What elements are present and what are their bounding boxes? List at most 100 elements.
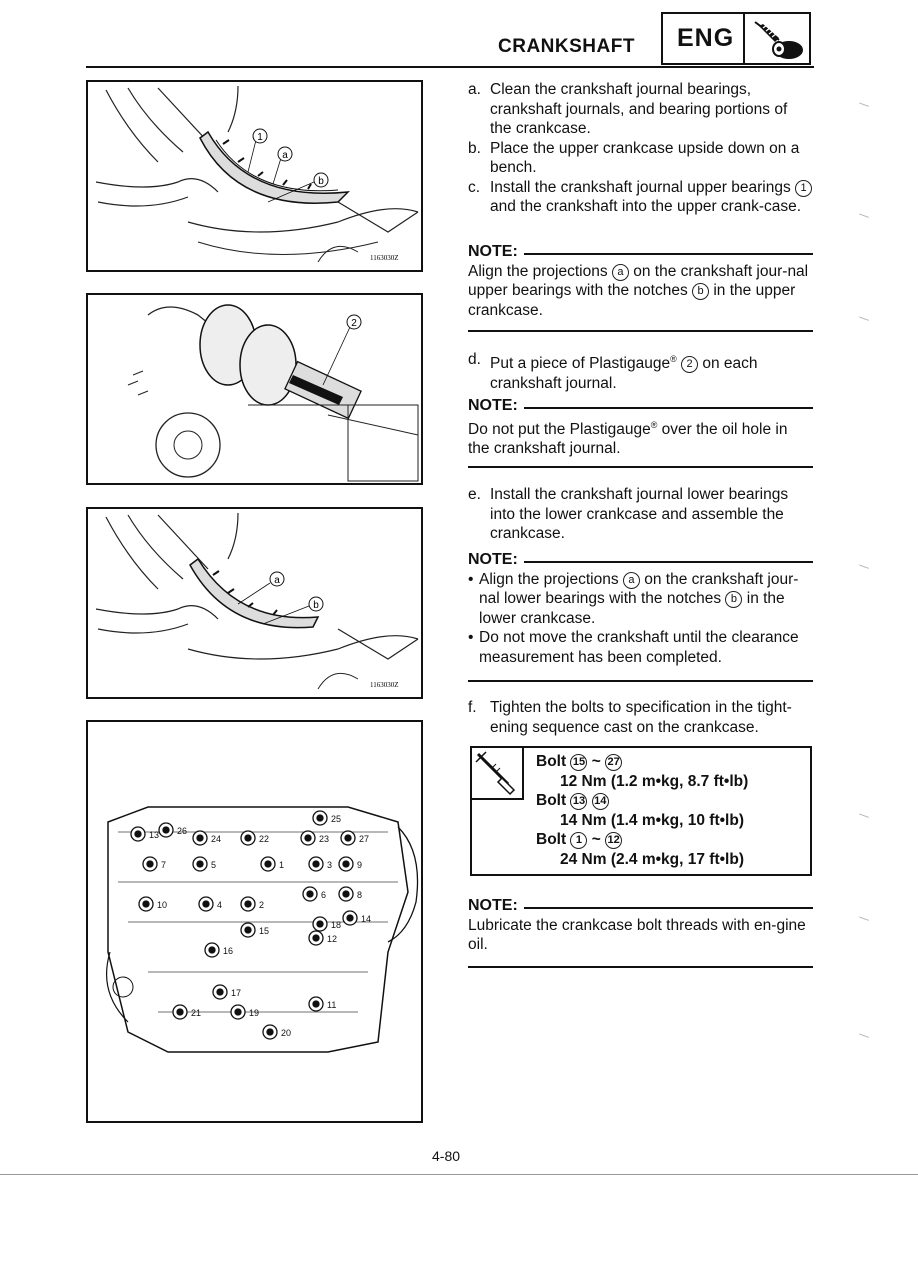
note-end-rule xyxy=(468,330,813,332)
torque-values: Bolt 15 ~ 27 12 Nm (1.2 m•kg, 8.7 ft•lb)… xyxy=(536,752,748,870)
bolt-number-label: 26 xyxy=(177,826,187,836)
footer-rule xyxy=(0,1174,918,1175)
scan-edge-mark xyxy=(857,916,869,927)
note-label: NOTE: xyxy=(468,397,518,414)
bolt-number-label: 2 xyxy=(259,900,264,910)
note-end-rule xyxy=(468,466,813,468)
bolt-head xyxy=(196,860,204,868)
bolt-head xyxy=(344,834,352,842)
bolt-head xyxy=(234,1008,242,1016)
bolt-number-label: 14 xyxy=(361,914,371,924)
scan-edge-mark xyxy=(857,564,869,575)
scan-edge-mark xyxy=(857,813,869,824)
bolt-number-label: 24 xyxy=(211,834,221,844)
bolt-number-label: 25 xyxy=(331,814,341,824)
step-b: b. Place the upper crankcase upside down … xyxy=(468,139,813,178)
note-label: NOTE: xyxy=(468,897,518,914)
bolt-ref: 14 xyxy=(591,793,609,811)
page-number: 4-80 xyxy=(432,1148,461,1164)
bolt-head xyxy=(306,890,314,898)
step-text: and the crankshaft into the upper crank-… xyxy=(490,198,802,215)
bolt-number-label: 5 xyxy=(211,860,216,870)
torque-spec-box: Bolt 15 ~ 27 12 Nm (1.2 m•kg, 8.7 ft•lb)… xyxy=(470,746,812,876)
bolt-number-label: 27 xyxy=(359,834,369,844)
bolt-head xyxy=(346,914,354,922)
figure-code: 1163030Z xyxy=(370,681,399,689)
ref-marker: b xyxy=(692,283,710,300)
bolt-head xyxy=(146,860,154,868)
bolt-number-label: 22 xyxy=(259,834,269,844)
bolt-ref: 1 xyxy=(570,832,588,850)
scan-edge-mark xyxy=(857,213,869,224)
step-text: Clean the crankshaft journal bearings, c… xyxy=(490,81,788,137)
step-text: Install the crankshaft journal upper bea… xyxy=(490,178,791,196)
step-label: b. xyxy=(468,139,481,157)
note-label: NOTE: xyxy=(468,551,518,568)
registered-mark: ® xyxy=(650,419,658,430)
note-1: NOTE: Align the projections a on the cra… xyxy=(468,242,813,320)
torque-bolts-3: Bolt 1 ~ 12 xyxy=(536,830,748,850)
step-f: f.Tighten the bolts to specification in … xyxy=(468,698,813,737)
bolt-ref: 13 xyxy=(570,793,588,811)
bolt-head xyxy=(162,826,170,834)
bolt-ref: 12 xyxy=(605,832,623,850)
svg-text:2: 2 xyxy=(351,318,357,329)
bolt-head xyxy=(244,900,252,908)
bolt-number-label: 1 xyxy=(279,860,284,870)
step-text: on each crankshaft journal. xyxy=(490,355,758,392)
note-heading: NOTE: xyxy=(468,242,813,262)
figure-plastigauge: 2 xyxy=(86,293,423,485)
step-label: e. xyxy=(468,486,481,503)
bolt-number-label: 16 xyxy=(223,946,233,956)
section-badge: ENG xyxy=(661,12,811,65)
step-label: c. xyxy=(468,178,481,196)
torque-bolts-2: Bolt 13 14 xyxy=(536,791,748,811)
scan-edge-mark xyxy=(857,102,869,113)
bolt-number-label: 12 xyxy=(327,934,337,944)
svg-text:1: 1 xyxy=(257,132,263,143)
header-rule xyxy=(86,66,814,68)
bolt-head xyxy=(208,946,216,954)
scan-edge-mark xyxy=(857,316,869,327)
bolt-head xyxy=(312,860,320,868)
step-text: Put a piece of Plastigauge xyxy=(490,355,671,373)
note-text: Align the projections a on the crankshaf… xyxy=(468,262,809,319)
bolt-number-label: 23 xyxy=(319,834,329,844)
note-2: NOTE: Do not put the Plastigauge® over t… xyxy=(468,396,813,459)
bolt-number-label: 21 xyxy=(191,1008,201,1018)
bolt-head xyxy=(134,830,142,838)
note-bullet: Align the projections a on the crankshaf… xyxy=(468,570,813,629)
scan-edge-mark xyxy=(857,1033,869,1044)
torque-value-2: 14 Nm (1.4 m•kg, 10 ft•lb) xyxy=(560,811,744,829)
step-label: a. xyxy=(468,81,481,98)
bolt-head xyxy=(316,814,324,822)
bolt-ref: 15 xyxy=(570,754,588,771)
bolt-head xyxy=(142,900,150,908)
bolt-number-label: 11 xyxy=(327,1000,336,1010)
step-label: d. xyxy=(468,351,481,368)
note-4: NOTE: Lubricate the crankcase bolt threa… xyxy=(468,896,813,955)
torque-value-1: 12 Nm (1.2 m•kg, 8.7 ft•lb) xyxy=(560,772,749,790)
note-end-rule xyxy=(468,680,813,682)
bolt-head xyxy=(202,900,210,908)
figure-lower-bearing: a b 1163030Z xyxy=(86,507,423,699)
bolt-number-label: 10 xyxy=(157,900,167,910)
bolt-number-label: 20 xyxy=(281,1028,291,1038)
step-text: Place the upper crankcase upside down on… xyxy=(490,139,800,177)
step-c: c. Install the crankshaft journal upper b… xyxy=(468,178,813,217)
bolt-head xyxy=(266,1028,274,1036)
note-label: NOTE: xyxy=(468,243,518,260)
bolt-head xyxy=(312,1000,320,1008)
bolt-head xyxy=(316,920,324,928)
bolt-head xyxy=(196,834,204,842)
steps-a-c: a. Clean the crankshaft journal bearings,… xyxy=(468,80,813,217)
step-d: d.Put a piece of Plastigauge® 2 on each … xyxy=(468,350,813,393)
bolt-number-label: 7 xyxy=(161,860,166,870)
bolt-head xyxy=(244,834,252,842)
registered-mark: ® xyxy=(670,354,677,364)
bolt-number-label: 4 xyxy=(217,900,222,910)
bolt-number-label: 8 xyxy=(357,890,362,900)
badge-divider xyxy=(743,14,745,63)
note-3: NOTE: Align the projections a on the cra… xyxy=(468,550,813,667)
